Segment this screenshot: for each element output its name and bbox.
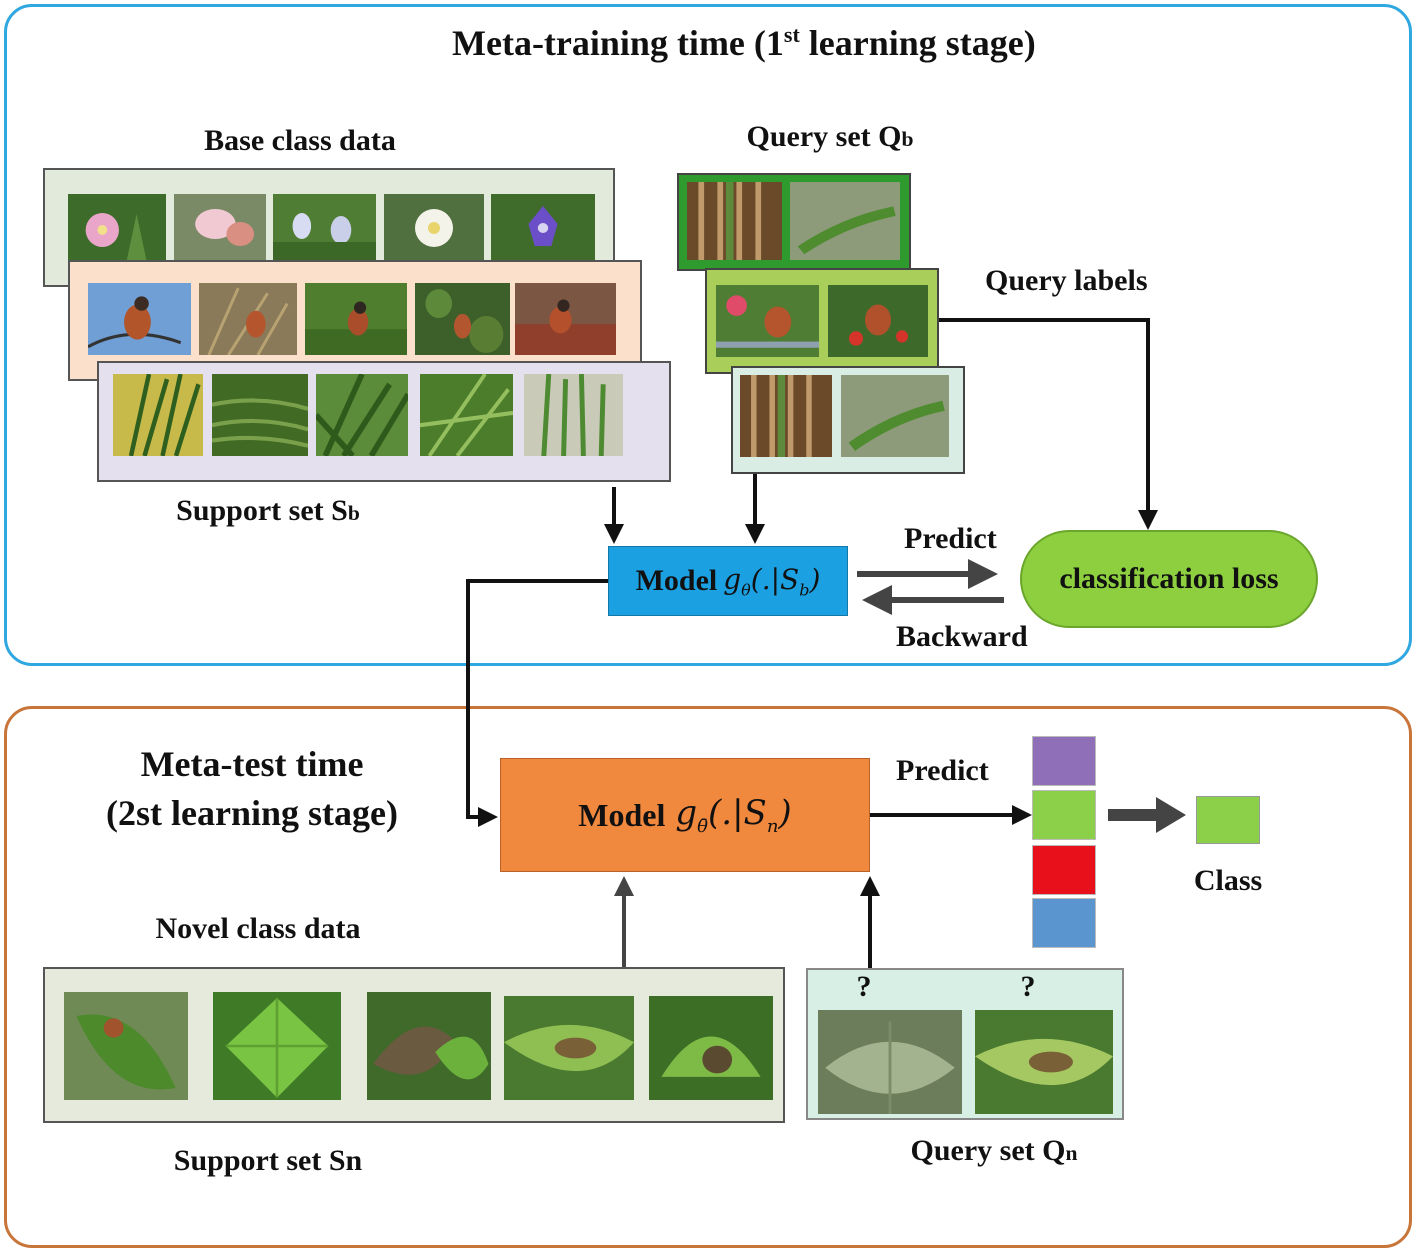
class-swatch-red	[1032, 845, 1096, 895]
class-label: Class	[1193, 864, 1263, 897]
bird-photo	[515, 283, 616, 355]
query-set-qn-label: Query set Qn	[910, 1134, 1078, 1167]
class-swatch-green	[1032, 790, 1096, 840]
query-mark-1: ?	[856, 970, 872, 1003]
support-set-sn-label: Support set Sn	[173, 1144, 363, 1177]
bird-photo	[828, 285, 928, 357]
meta-train-model-box: Model gθ(.|Sb)	[608, 546, 848, 616]
flower-photo	[491, 194, 595, 260]
support-set-sb-label: Support set Sb	[176, 494, 360, 527]
model-word: Model	[635, 564, 718, 597]
bird-photo	[199, 283, 297, 355]
meta-test-panel	[4, 706, 1412, 1248]
grass-photo	[420, 374, 513, 456]
meta-test-model-box: Model gθ̄(.|Sn)	[500, 758, 870, 872]
query-mark-2: ?	[1020, 970, 1036, 1003]
predict-label-1: Predict	[904, 522, 997, 555]
bird-photo	[716, 285, 819, 357]
classification-loss-box: classification loss	[1020, 530, 1318, 628]
leaf-photo	[367, 992, 491, 1100]
leaf-photo	[975, 1010, 1113, 1114]
predicted-class-swatch	[1196, 796, 1260, 844]
backward-label: Backward	[896, 620, 1028, 653]
meta-training-panel	[4, 4, 1412, 666]
bird-photo	[88, 283, 191, 355]
class-swatch-blue	[1032, 898, 1096, 948]
model-word: Model	[578, 797, 666, 833]
stem-photo	[841, 375, 949, 457]
base-class-data-label: Base class data	[204, 124, 396, 157]
bird-photo	[305, 283, 407, 355]
grass-photo	[524, 374, 623, 456]
bird-photo	[415, 283, 510, 355]
stem-photo	[790, 182, 900, 260]
stem-photo	[740, 375, 832, 457]
query-labels-label: Query labels	[985, 264, 1148, 297]
grass-photo	[316, 374, 408, 456]
flower-photo	[384, 194, 484, 260]
leaf-photo	[818, 1010, 962, 1114]
leaf-photo	[64, 992, 188, 1100]
class-swatch-purple	[1032, 736, 1096, 786]
query-set-qb-label: Query set Qb	[746, 120, 914, 153]
grass-photo	[212, 374, 308, 456]
model-function: gθ(.|Sb)	[723, 562, 821, 600]
flower-photo	[174, 194, 266, 260]
predict-label-2: Predict	[896, 754, 989, 787]
meta-test-title-line2: (2st learning stage)	[106, 793, 398, 833]
leaf-photo	[213, 992, 341, 1100]
novel-class-data-label: Novel class data	[155, 912, 361, 945]
leaf-photo	[504, 996, 634, 1100]
model-function: gθ̄(.|Sn)	[675, 793, 792, 837]
flower-photo	[68, 194, 166, 260]
leaf-photo	[649, 996, 773, 1100]
flower-photo	[273, 194, 376, 260]
meta-test-title-line1: Meta-test time	[140, 744, 364, 784]
meta-training-title: Meta-training time (1st learning stage)	[452, 22, 1036, 63]
stem-photo	[687, 182, 782, 260]
grass-photo	[113, 374, 203, 456]
